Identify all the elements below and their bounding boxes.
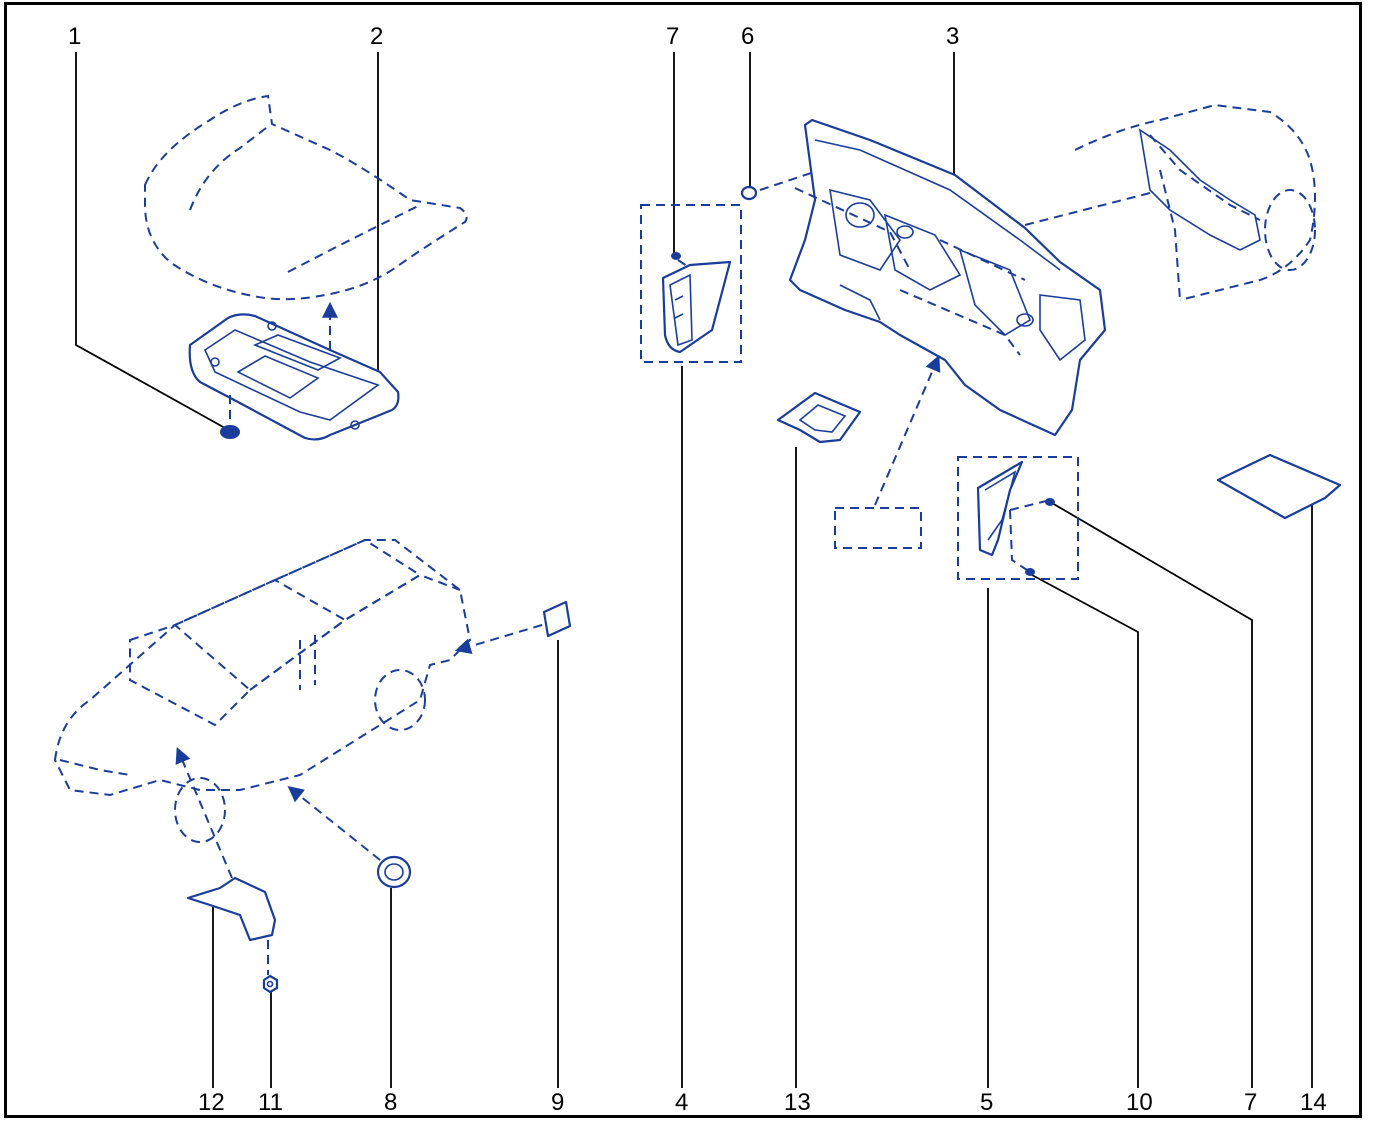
callout-label-10: 10 bbox=[1126, 1089, 1153, 1116]
pad-part-13 bbox=[776, 355, 941, 549]
fender-shield-part-12 bbox=[186, 876, 277, 975]
grommet-part-6 bbox=[740, 169, 821, 201]
side-panel-part-4 bbox=[640, 204, 742, 363]
diagram-frame bbox=[4, 2, 1362, 1118]
callout-label-8: 8 bbox=[384, 1089, 397, 1116]
callout-label-2: 2 bbox=[370, 23, 383, 50]
callout-label-11: 11 bbox=[258, 1089, 283, 1116]
leader-10 bbox=[1031, 574, 1139, 1088]
callout-label-13: 13 bbox=[784, 1089, 811, 1116]
dash-insulator-part-3 bbox=[788, 118, 1107, 437]
leader-7-bottom bbox=[1051, 502, 1253, 1088]
callout-label-12: 12 bbox=[198, 1089, 225, 1116]
mat-part-14 bbox=[1216, 453, 1342, 520]
square-plug-part-9 bbox=[542, 600, 572, 638]
side-trim-part-5 bbox=[957, 456, 1079, 580]
callout-label-4: 4 bbox=[675, 1089, 688, 1116]
round-plug-part-8 bbox=[376, 855, 412, 889]
vehicle-front-outline bbox=[1024, 103, 1316, 301]
hood-insulator-part-2 bbox=[188, 313, 400, 441]
callout-label-5: 5 bbox=[980, 1089, 993, 1116]
hood-outline bbox=[144, 94, 468, 350]
callout-label-3: 3 bbox=[946, 23, 959, 50]
leader-1 bbox=[75, 52, 226, 429]
callout-label-6: 6 bbox=[741, 23, 754, 50]
leader-lines bbox=[75, 52, 1313, 1088]
vehicle-body-outline bbox=[53, 538, 543, 879]
callout-label-1: 1 bbox=[68, 23, 81, 50]
clip-part-1 bbox=[220, 395, 240, 439]
callout-label-7-top: 7 bbox=[666, 23, 679, 50]
callout-label-9: 9 bbox=[551, 1089, 564, 1116]
callout-label-7-bottom: 7 bbox=[1244, 1089, 1257, 1116]
nut-part-11 bbox=[262, 974, 279, 994]
callout-label-14: 14 bbox=[1300, 1089, 1327, 1116]
